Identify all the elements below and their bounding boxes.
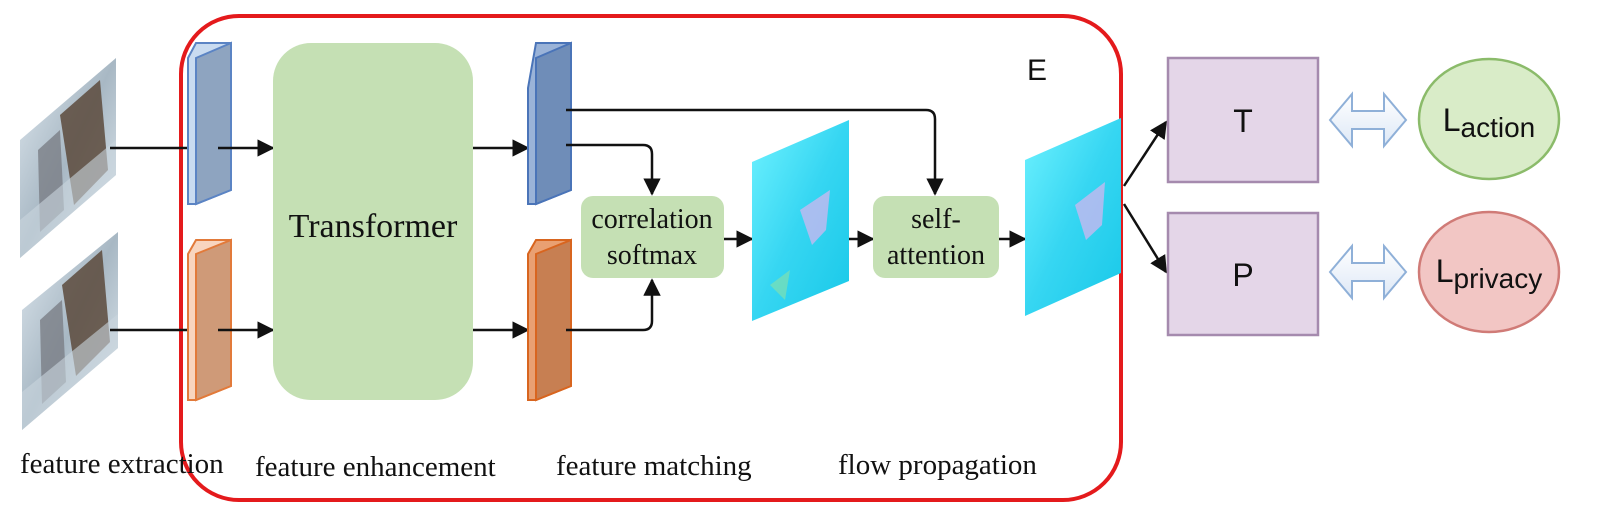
head-p-box bbox=[1166, 211, 1320, 337]
loss-action-sub: action bbox=[1461, 112, 1536, 143]
self-attention-label-line2: attention bbox=[887, 240, 985, 271]
stage-label-matching: feature matching bbox=[556, 450, 752, 482]
arrow-blue-to-self-attention bbox=[566, 108, 944, 196]
transformer-label: Transformer bbox=[289, 208, 458, 245]
arrow-orange-to-correlation bbox=[566, 278, 661, 332]
loss-action-label: Laction bbox=[1443, 102, 1536, 143]
correlation-label-line1: correlation bbox=[591, 204, 712, 235]
loss-privacy-main: L bbox=[1436, 253, 1454, 289]
arrow-blue-to-correlation bbox=[566, 143, 661, 196]
head-p-label: P bbox=[1232, 257, 1253, 293]
head-t-box bbox=[1166, 56, 1320, 184]
stage-label-propagation: flow propagation bbox=[838, 449, 1037, 481]
self-attention-block bbox=[873, 196, 999, 278]
feature-map-blue-2 bbox=[527, 41, 572, 206]
self-attention-label-line1: self- bbox=[911, 204, 961, 235]
stage-label-extraction: feature extraction bbox=[20, 448, 224, 480]
head-t-label: T bbox=[1233, 103, 1253, 139]
input-frame-bottom bbox=[22, 232, 118, 430]
flow-map-initial bbox=[752, 120, 849, 321]
transformer-block bbox=[273, 43, 473, 400]
stage-label-enhancement: feature enhancement bbox=[255, 451, 496, 483]
loss-privacy-label: Lprivacy bbox=[1436, 253, 1543, 294]
feature-map-orange-1 bbox=[187, 238, 232, 402]
loss-action-main: L bbox=[1443, 102, 1461, 138]
flow-map-propagated bbox=[1025, 118, 1121, 316]
feature-map-blue-1 bbox=[187, 41, 232, 206]
loss-action-ellipse bbox=[1417, 57, 1561, 181]
loss-privacy-ellipse bbox=[1417, 210, 1561, 334]
arrow-flow-to-head-p bbox=[1122, 203, 1168, 274]
arrow-flow-to-head-t bbox=[1122, 120, 1168, 187]
encoder-label: E bbox=[1027, 54, 1047, 87]
correlation-softmax-block bbox=[581, 196, 724, 278]
feature-map-orange-2 bbox=[527, 238, 572, 402]
double-arrow-privacy bbox=[1328, 243, 1408, 301]
double-arrow-action bbox=[1328, 91, 1408, 149]
input-frame-top bbox=[20, 58, 116, 258]
loss-privacy-sub: privacy bbox=[1454, 263, 1543, 294]
correlation-label-line2: softmax bbox=[607, 240, 697, 271]
